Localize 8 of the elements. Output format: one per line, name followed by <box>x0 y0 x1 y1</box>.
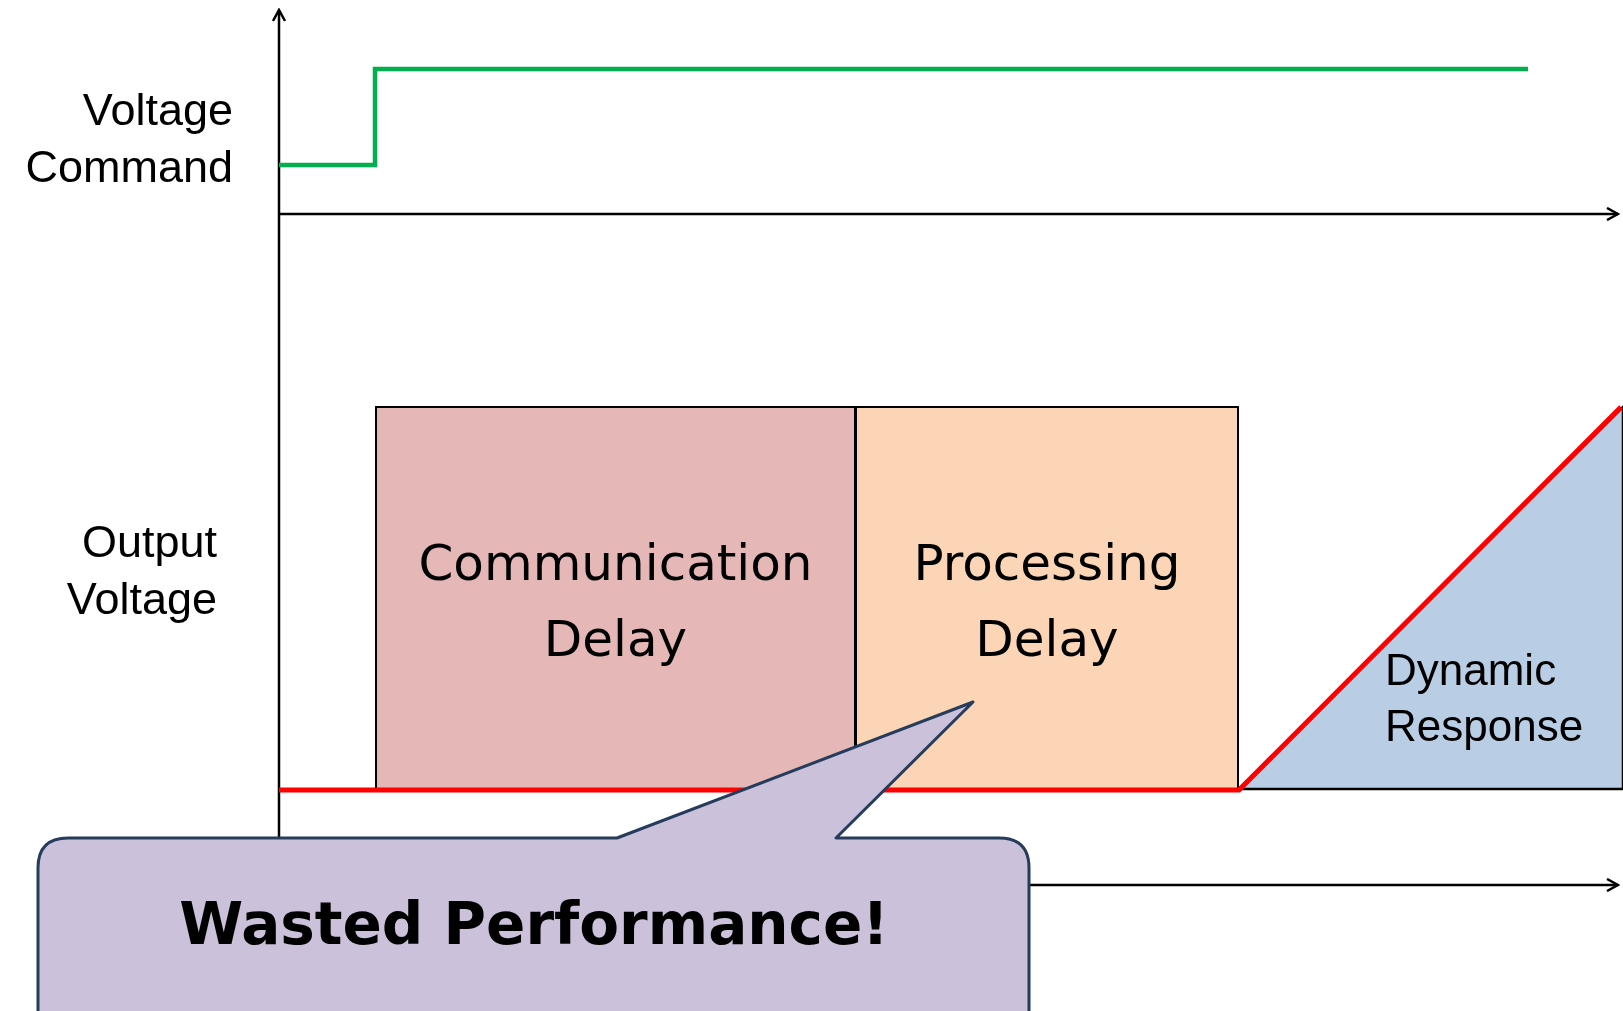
axis-label: Voltage Command <box>24 83 233 194</box>
axis-label: Output Voltage <box>65 515 217 626</box>
box-label: Processing Delay <box>912 533 1182 670</box>
triangle-label: Dynamic Response <box>1385 644 1585 752</box>
processing-delay-box <box>855 406 1239 790</box>
callout-text: Wasted Performance! <box>178 890 890 958</box>
communication-delay-box <box>375 406 856 790</box>
box-label: Communication Delay <box>417 533 814 670</box>
